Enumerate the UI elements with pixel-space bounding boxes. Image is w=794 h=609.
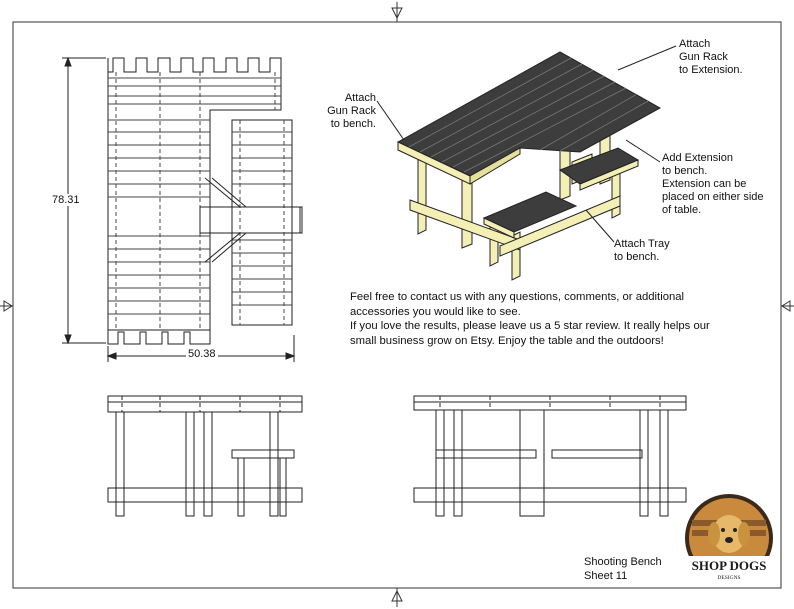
logo-sub: DESIGNS [717,575,740,581]
contact-message: Feel free to contact us with any questio… [350,290,750,348]
message-line: small business grow on Etsy. Enjoy the t… [350,334,664,347]
callout-add-extension: Add Extension to bench. Extension can be… [662,152,764,216]
front-view [107,395,303,517]
callout-leaders [376,45,677,243]
dog-logo-icon: SHOP DOGS DESIGNS [682,494,776,586]
callout-attach-tray: Attach Tray to bench. [614,238,670,263]
message-line: Feel free to contact us with any questio… [350,291,685,303]
sheet-number: Sheet 11 [584,570,628,582]
message-line: accessories you would like to see. [350,305,521,318]
isometric-view [396,51,662,281]
callout-gun-rack-extension: Attach Gun Rack to Extension. [679,38,743,76]
message-line: If you love the results, please leave us… [350,320,710,332]
side-view [413,395,687,517]
logo-brand: SHOP DOGS [692,558,767,573]
title-block: Shooting Bench Sheet 11 [584,555,662,583]
width-dimension: 50.38 [186,348,218,360]
callout-gun-rack-bench: Attach Gun Rack to bench. [327,92,376,130]
top-view [107,57,303,345]
drawing-title: Shooting Bench [584,556,662,568]
height-dimension: 78.31 [50,194,82,206]
